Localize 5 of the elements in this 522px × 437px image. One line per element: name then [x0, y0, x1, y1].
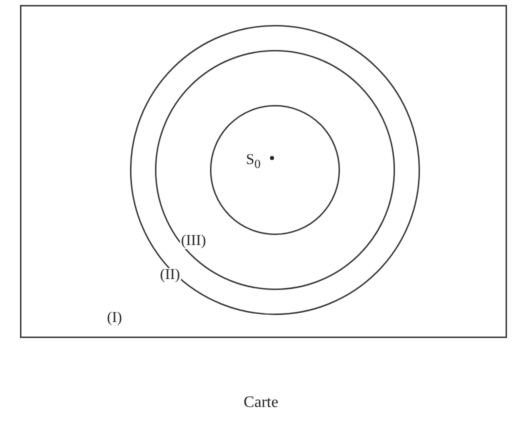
circle-label: (III): [180, 234, 207, 249]
point-label: S$_{0}$: [246, 153, 261, 170]
circle-label: (I): [106, 311, 123, 326]
caption: Carte: [242, 395, 280, 411]
circle-label: (II): [159, 268, 181, 283]
